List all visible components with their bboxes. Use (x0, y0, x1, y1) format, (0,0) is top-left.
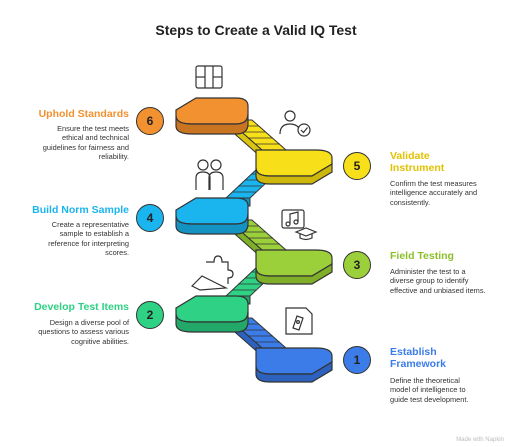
step-1-title: Establish Framework (390, 346, 447, 370)
step-3-number: 3 (343, 251, 371, 279)
music-graduation-icon (281, 209, 318, 241)
puzzle-hand-icon (190, 255, 234, 291)
step-4-desc: Create a representative sample to establ… (48, 220, 129, 258)
step-5-number: 5 (343, 152, 371, 180)
step-5-desc: Confirm the test measures intelligence a… (390, 179, 478, 207)
step-6-desc: Ensure the test meets ethical and techni… (42, 124, 129, 162)
step-2-number: 2 (136, 301, 164, 329)
platform-5 (255, 149, 333, 185)
step-4-title: Build Norm Sample (32, 204, 129, 216)
step-4-number: 4 (136, 204, 164, 232)
step-6-number: 6 (136, 107, 164, 135)
people-icon (195, 159, 224, 190)
step-1-desc: Define the theoretical model of intellig… (390, 376, 469, 404)
platform-1 (255, 347, 333, 383)
step-2-desc: Design a diverse pool of questions to as… (38, 318, 129, 346)
platform-4 (175, 197, 249, 235)
page-title: Steps to Create a Valid IQ Test (155, 22, 357, 38)
step-6-title: Uphold Standards (38, 108, 129, 120)
step-1-number: 1 (343, 346, 371, 374)
step-2-title: Develop Test Items (34, 301, 129, 313)
pen-document-icon (285, 307, 313, 335)
napkin-watermark: Made with Napkin (456, 437, 504, 443)
step-3-desc: Administer the test to a diverse group t… (390, 267, 486, 295)
window-grid-icon (195, 65, 223, 89)
platform-3 (255, 249, 333, 285)
person-check-icon (279, 110, 311, 137)
platform-2 (175, 295, 249, 333)
platform-6 (175, 97, 249, 135)
step-5-title: Validate Instrument (390, 150, 445, 174)
step-3-title: Field Testing (390, 250, 454, 262)
